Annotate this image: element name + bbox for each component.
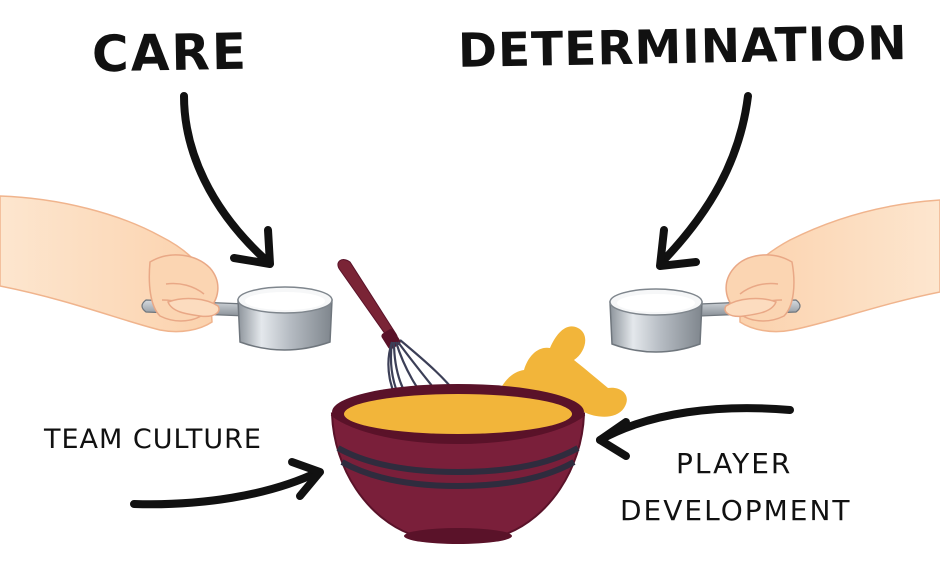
label-determination: DETERMINATION <box>457 16 909 79</box>
right-thumb <box>724 297 777 318</box>
bowl-stripe <box>336 445 580 476</box>
label-care: CARE <box>91 22 249 84</box>
arrow-player-development <box>596 404 794 460</box>
left-thumb <box>167 297 220 318</box>
arrow-determination <box>656 92 752 270</box>
arrow-team-culture <box>130 458 324 509</box>
whisk-handle <box>337 259 398 342</box>
arrow-care <box>180 92 274 268</box>
right-measuring-cup <box>609 301 703 353</box>
left-measuring-cup <box>237 299 333 351</box>
right-hand-with-measuring-cup <box>609 199 940 353</box>
bowl-body <box>330 412 586 543</box>
batter-surface <box>344 394 572 434</box>
label-team-culture: TEAM CULTURE <box>44 424 262 455</box>
label-development: DEVELOPMENT <box>620 494 852 527</box>
left-hand-with-measuring-cup <box>0 195 333 351</box>
mixing-bowl <box>330 384 586 544</box>
label-player: PLAYER <box>676 447 793 480</box>
